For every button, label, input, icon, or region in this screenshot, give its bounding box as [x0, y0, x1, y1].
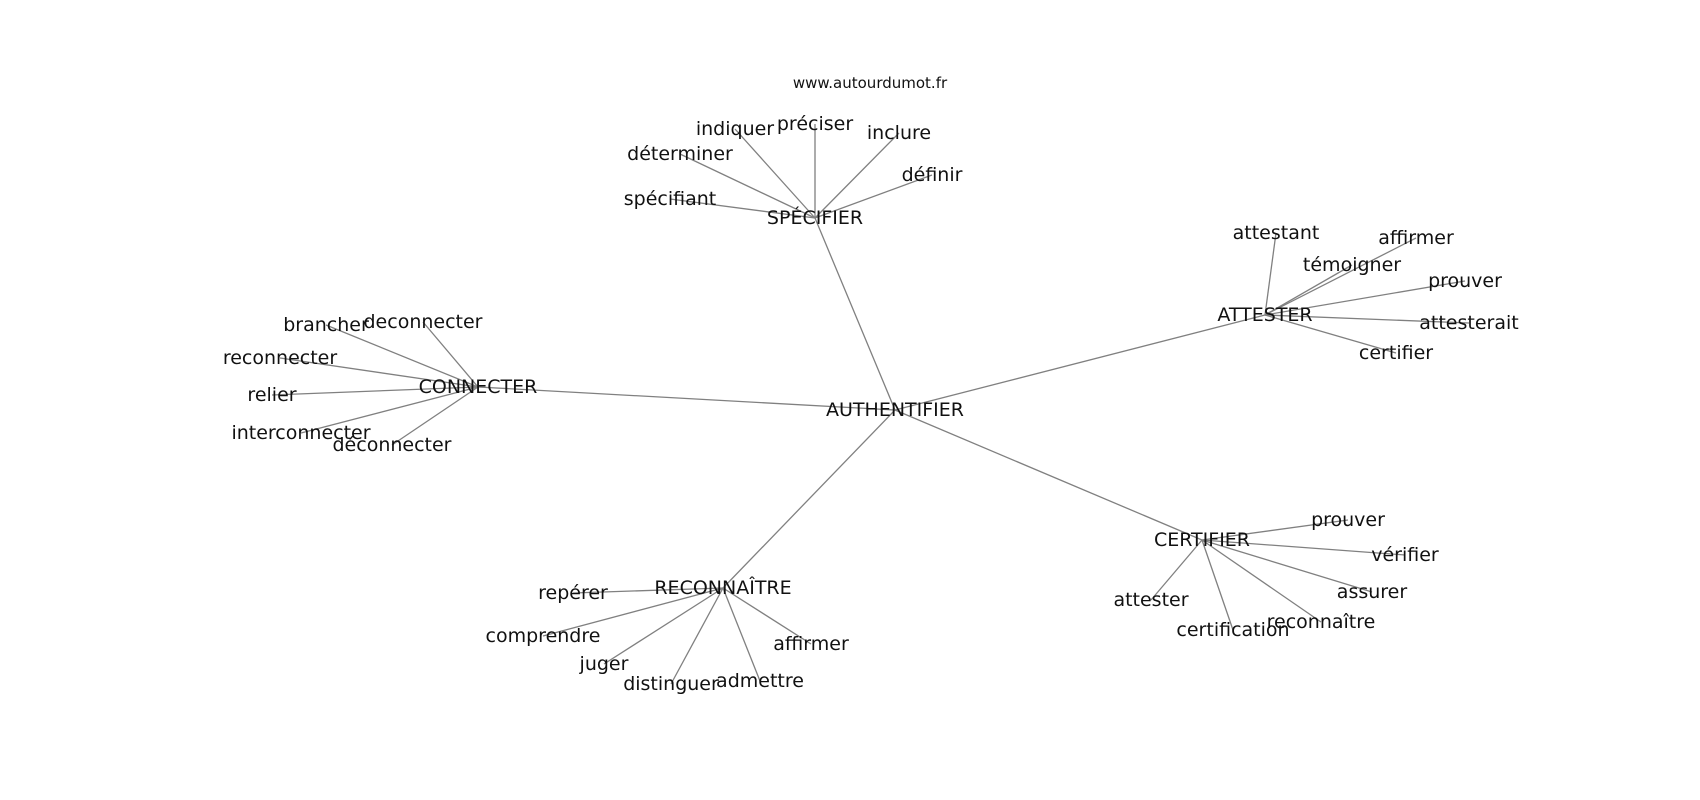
- leaf-node-label: inclure: [867, 122, 931, 144]
- leaf-node-label: déconnecter: [333, 434, 452, 456]
- hub-node-label: CONNECTER: [419, 376, 538, 398]
- edge-hub-leaf: [1264, 280, 1466, 316]
- leaf-node-label: affirmer: [1378, 227, 1454, 249]
- leaf-node-label: admettre: [716, 670, 804, 692]
- edge-center-hub: [477, 386, 896, 411]
- center-node-label: AUTHENTIFIER: [826, 399, 964, 421]
- edge-hub-leaf: [300, 386, 479, 434]
- leaf-node-label: prouver: [1311, 509, 1385, 531]
- leaf-node-label: prouver: [1428, 270, 1502, 292]
- leaf-node-label: comprendre: [486, 625, 601, 647]
- leaf-node-label: affirmer: [773, 633, 849, 655]
- edge-hub-leaf: [271, 386, 479, 396]
- edge-hub-leaf: [1201, 539, 1406, 556]
- edge-hub-leaf: [814, 174, 933, 219]
- edge-hub-leaf: [1150, 539, 1203, 601]
- edge-hub-leaf: [734, 128, 816, 219]
- edge-hub-leaf: [722, 587, 812, 645]
- edge-hub-leaf: [1264, 314, 1470, 324]
- hub-node-label: CERTIFIER: [1154, 529, 1250, 551]
- hub-node-label: ATTESTER: [1217, 304, 1312, 326]
- edge-hub-leaf: [669, 198, 816, 219]
- leaf-node-label: attester: [1113, 589, 1188, 611]
- edge-hub-leaf: [670, 587, 724, 685]
- leaf-node-label: reconnaître: [1267, 611, 1376, 633]
- leaf-node-label: préciser: [777, 113, 853, 135]
- edge-hub-leaf: [542, 587, 724, 637]
- edge-hub-leaf: [1201, 539, 1234, 631]
- leaf-node-label: repérer: [538, 582, 608, 604]
- graph-edges: [271, 124, 1470, 685]
- leaf-node-label: indiquer: [696, 118, 774, 140]
- leaf-node-label: brancher: [283, 314, 369, 336]
- edge-hub-leaf: [572, 587, 724, 594]
- edge-center-hub: [814, 217, 896, 411]
- leaf-node-label: vérifier: [1371, 544, 1439, 566]
- leaf-node-label: attesterait: [1419, 312, 1518, 334]
- leaf-node-label: assurer: [1337, 581, 1408, 603]
- edge-hub-leaf: [1201, 539, 1373, 593]
- leaf-node-label: juger: [579, 653, 629, 675]
- leaf-node-label: certification: [1176, 619, 1289, 641]
- hub-node-label: RECONNAÎTRE: [654, 576, 791, 599]
- edge-hub-leaf: [391, 386, 479, 446]
- edge-hub-leaf: [722, 587, 761, 682]
- edge-hub-leaf: [1264, 232, 1277, 316]
- edge-center-hub: [894, 314, 1266, 411]
- leaf-node-label: déterminer: [627, 143, 733, 165]
- edge-hub-leaf: [422, 321, 479, 388]
- edge-hub-leaf: [814, 132, 900, 219]
- leaf-node-label: définir: [902, 164, 963, 186]
- leaf-node-label: reconnecter: [223, 347, 338, 369]
- leaf-node-label: attestant: [1233, 222, 1320, 244]
- leaf-node-label: relier: [247, 384, 296, 406]
- edge-hub-leaf: [279, 357, 479, 388]
- source-watermark: www.autourdumot.fr: [793, 74, 948, 92]
- leaf-node-label: deconnecter: [364, 311, 483, 333]
- edge-center-hub: [722, 409, 896, 589]
- edge-hub-leaf: [1201, 519, 1349, 541]
- leaf-node-label: distinguer: [623, 673, 719, 695]
- edge-hub-leaf: [679, 153, 816, 219]
- leaf-node-label: interconnecter: [231, 422, 370, 444]
- edge-hub-leaf: [1264, 264, 1353, 316]
- edge-hub-leaf: [603, 587, 724, 665]
- leaf-node-label: témoigner: [1303, 254, 1401, 276]
- leaf-node-label: spécifiant: [624, 188, 716, 210]
- hub-node-label: SPÉCIFIER: [767, 206, 863, 229]
- edge-center-hub: [894, 409, 1203, 541]
- edge-hub-leaf: [1201, 539, 1322, 623]
- leaf-node-label: certifier: [1359, 342, 1433, 364]
- edge-hub-leaf: [1264, 237, 1417, 316]
- edge-hub-leaf: [1264, 314, 1397, 354]
- edge-hub-leaf: [325, 324, 479, 388]
